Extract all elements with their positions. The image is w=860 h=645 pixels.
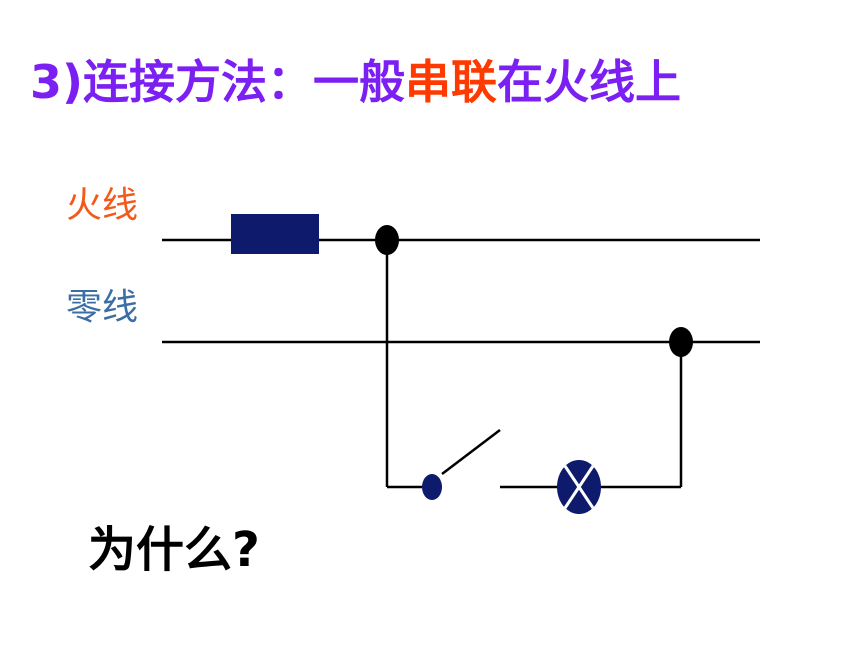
switch-blade [441, 429, 501, 475]
switch-pivot [422, 474, 442, 500]
lamp [557, 460, 601, 514]
neutral-wire-label: 零线 [66, 287, 139, 328]
question-text: 为什么? [88, 522, 260, 578]
page-title: 3)连接方法：一般串联在火线上 [30, 52, 681, 112]
title-suffix: 在火线上 [497, 55, 682, 109]
live-wire-label: 火线 [66, 185, 139, 226]
fuse [231, 214, 319, 254]
title-prefix: 3)连接方法：一般 [30, 55, 406, 109]
title-highlight: 串联 [405, 55, 498, 109]
